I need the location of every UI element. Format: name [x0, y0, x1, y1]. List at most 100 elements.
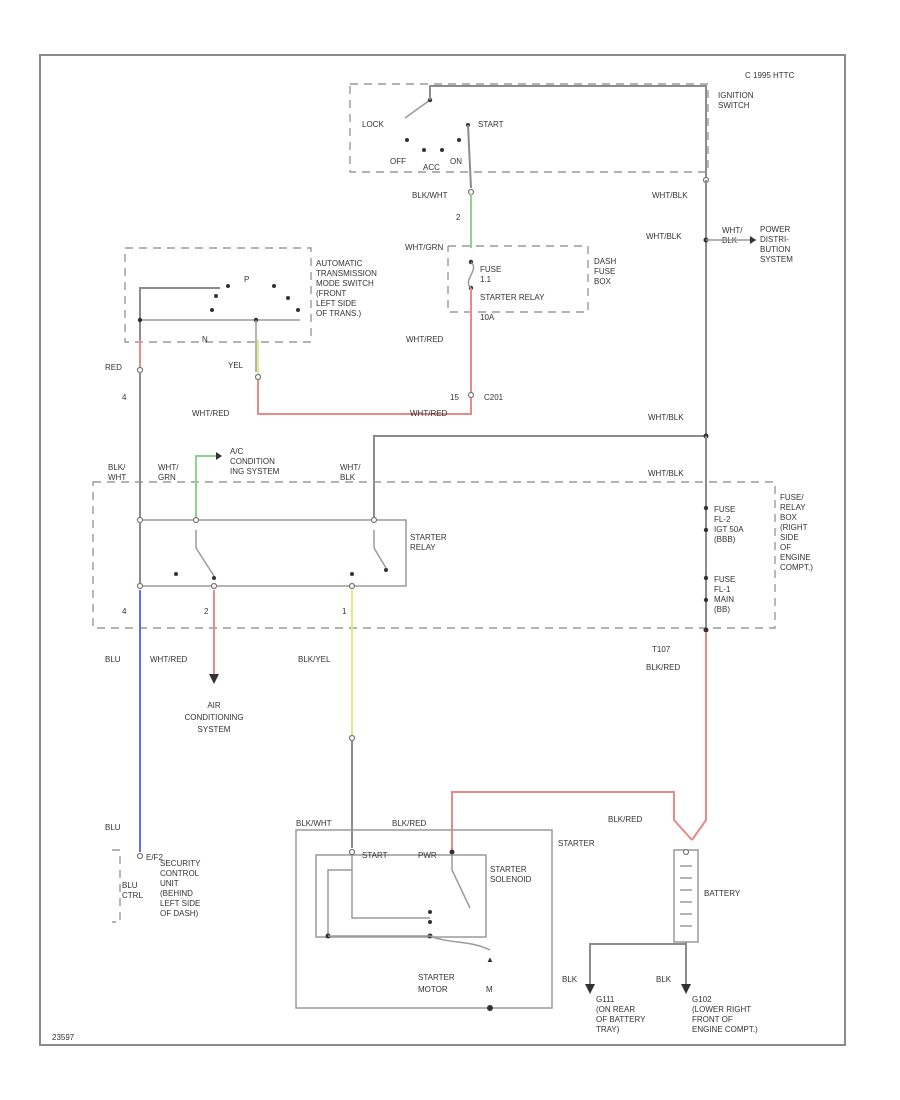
atx-mode-switch: AUTOMATIC TRANSMISSION MODE SWITCH (FRON…	[124, 247, 377, 372]
box-label-2: RELAY	[780, 503, 806, 512]
security-6: OF DASH)	[160, 909, 199, 918]
dash-fuse-box: DASH FUSE BOX FUSE 1.1 STARTER RELAY 10A	[447, 245, 616, 322]
atx-label-1: AUTOMATIC	[316, 259, 363, 268]
connector-c201: C201	[484, 393, 504, 402]
relay-pin-1: 1	[342, 607, 347, 616]
relay-pin-2: 2	[204, 607, 209, 616]
ignition-on-label: ON	[450, 157, 462, 166]
fuse-fl2-1: FUSE	[714, 505, 735, 514]
wire-yel: YEL	[228, 361, 244, 370]
wire-whtgrn: WHT/GRN	[405, 243, 443, 252]
motor-2: MOTOR	[418, 985, 448, 994]
ignition-lock-label: LOCK	[362, 120, 384, 129]
solenoid-1: STARTER	[490, 865, 527, 874]
security-3: UNIT	[160, 879, 179, 888]
wire-whtblk-mid: WHT/BLK	[646, 232, 682, 241]
ac-system-1: AIR	[207, 701, 221, 710]
starter-start-label: START	[362, 851, 388, 860]
box-label-7: ENGINE	[780, 553, 811, 562]
ac-system-3: SYSTEM	[198, 725, 231, 734]
fuse-starter-relay-2: 1.1	[480, 275, 492, 284]
atx-p-label: P	[244, 275, 249, 284]
fuse-fl1-2: FL-1	[714, 585, 731, 594]
fuse-fl2-2: FL-2	[714, 515, 731, 524]
wire-whtblk-top: WHT/BLK	[652, 191, 688, 200]
atx-label-3: MODE SWITCH	[316, 279, 374, 288]
fuse-fl1-1: FUSE	[714, 575, 735, 584]
ignition-title-2: SWITCH	[718, 101, 750, 110]
wire-whtblk-cross: WHT/BLK	[648, 413, 684, 422]
ac-cond-3: ING SYSTEM	[230, 467, 280, 476]
g102-4: ENGINE COMPT.)	[692, 1025, 758, 1034]
atx-n-label: N	[202, 335, 208, 344]
ignition-switch: IGNITION SWITCH LOCK START OFF ACC ON	[349, 83, 754, 173]
relay-blkwht-1: BLK/	[108, 463, 126, 472]
security-5: LEFT SIDE	[160, 899, 200, 908]
atx-label-5: LEFT SIDE	[316, 299, 356, 308]
fuse-fl2-3: IGT 50A	[714, 525, 744, 534]
footer-code: 23597	[52, 1033, 75, 1042]
starter-pwr-label: PWR	[418, 851, 437, 860]
fuse-starter-relay-1: FUSE	[480, 265, 501, 274]
battery-label: BATTERY	[704, 889, 741, 898]
pin-4-left: 4	[122, 393, 127, 402]
relay-blkwht-2: WHT	[108, 473, 126, 482]
starter-relay-label-1: STARTER	[410, 533, 447, 542]
solenoid-2: SOLENOID	[490, 875, 532, 884]
fuse-fl2-4: (BBB)	[714, 535, 736, 544]
power-dist-label-2: DISTRI-	[760, 235, 789, 244]
atx-label-6: OF TRANS.)	[316, 309, 362, 318]
motor-a-mark: ▲	[486, 955, 494, 964]
fuse-fl1-3: MAIN	[714, 595, 734, 604]
ign-pin-2: 2	[456, 213, 461, 222]
atx-label-2: TRANSMISSION	[316, 269, 377, 278]
security-1: SECURITY	[160, 859, 201, 868]
t107-label: T107	[652, 645, 671, 654]
wire-blkred-starter-label: BLK/RED	[392, 819, 426, 828]
motor-m-mark: M	[486, 985, 493, 994]
wire-whtred-lower-label: WHT/RED	[150, 655, 188, 664]
box-label-3: BOX	[780, 513, 798, 522]
wire-whtred-a: WHT/RED	[192, 409, 230, 418]
diagram-frame	[39, 54, 846, 1046]
wire-blkyel-label: BLK/YEL	[298, 655, 331, 664]
g111-4: TRAY)	[596, 1025, 620, 1034]
battery: BATTERY BLK BLK G111 (ON REAR OF BATTERY…	[562, 848, 758, 1034]
ac-cond-1: A/C	[230, 447, 244, 456]
wire-blu-label: BLU	[105, 655, 121, 664]
ac-cond-2: CONDITION	[230, 457, 275, 466]
wire-blu2-label: BLU	[105, 823, 121, 832]
motor-1: STARTER	[418, 973, 455, 982]
g111-3: OF BATTERY	[596, 1015, 646, 1024]
wire-blk-1: BLK	[562, 975, 578, 984]
box-label-6: OF	[780, 543, 791, 552]
g102-2: (LOWER RIGHT	[692, 1005, 751, 1014]
power-dist-label-1: POWER	[760, 225, 790, 234]
blu-ctrl-2: CTRL	[122, 891, 143, 900]
wire-blkred2-label: BLK/RED	[608, 815, 642, 824]
security-2: CONTROL	[160, 869, 200, 878]
relay-whtblk-1: WHT/	[340, 463, 361, 472]
wire-blkred-starter	[451, 791, 693, 850]
ignition-acc-label: ACC	[423, 163, 440, 172]
starter-assembly: STARTER BLK/WHT BLK/RED STARTER SOLENOID…	[295, 819, 595, 1011]
box-label-4: (RIGHT	[780, 523, 808, 532]
wire-whtblk-box: WHT/BLK	[648, 469, 684, 478]
relay-whtgrn-2: GRN	[158, 473, 176, 482]
security-unit: SECURITY CONTROL UNIT (BEHIND LEFT SIDE …	[112, 849, 201, 923]
fuse-starter-relay-4: 10A	[480, 313, 495, 322]
box-label-1: FUSE/	[780, 493, 804, 502]
wire-blkred-main	[691, 632, 707, 841]
power-dist-label-3: BUTION	[760, 245, 790, 254]
box-label-8: COMPT.)	[780, 563, 813, 572]
wire-blkwht-ign: BLK/WHT	[412, 191, 448, 200]
fuse-relay-box: FUSE/ RELAY BOX (RIGHT SIDE OF ENGINE CO…	[92, 447, 813, 633]
ac-system-2: CONDITIONING	[184, 713, 243, 722]
fuse-starter-relay-3: STARTER RELAY	[480, 293, 545, 302]
wire-blkwht-starter: BLK/WHT	[296, 819, 332, 828]
relay-whtgrn-1: WHT/	[158, 463, 179, 472]
copyright-label: C 1995 HTTC	[745, 71, 795, 80]
wire-whtred-b: WHT/RED	[410, 409, 448, 418]
wire-blkred-main-label: BLK/RED	[646, 663, 680, 672]
